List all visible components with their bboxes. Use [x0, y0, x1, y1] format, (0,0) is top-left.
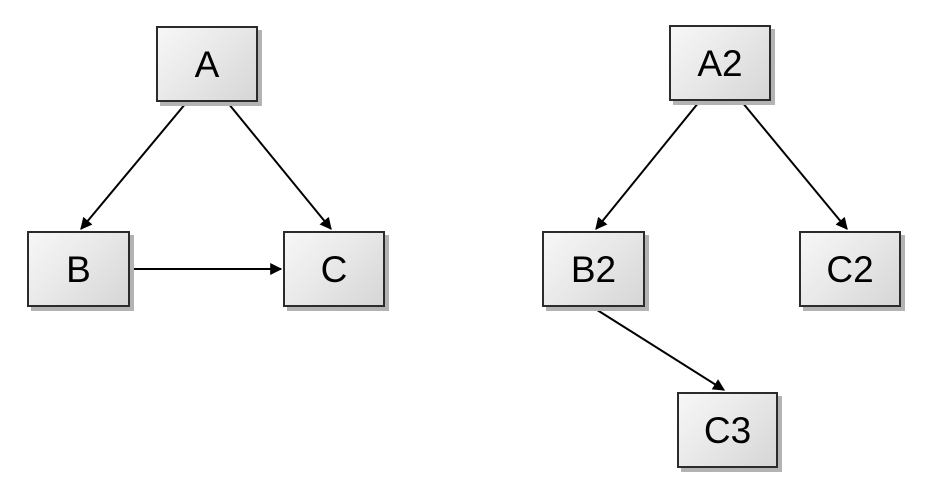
diagram-node-c2[interactable]: C2 — [799, 231, 901, 307]
edge-a2-c2 — [741, 101, 848, 230]
edge-a2-b2 — [595, 101, 700, 230]
diagram-node-c3[interactable]: C3 — [677, 392, 778, 468]
edge-a-b — [80, 102, 187, 230]
diagram-node-a[interactable]: A — [156, 26, 258, 102]
edge-group — [80, 101, 848, 391]
diagram-node-a2[interactable]: A2 — [669, 25, 771, 101]
diagram-node-c[interactable]: C — [283, 231, 385, 307]
diagram-node-b[interactable]: B — [27, 231, 130, 307]
edge-a-c — [227, 102, 332, 230]
edge-b2-c3 — [593, 307, 726, 391]
diagram-node-b2[interactable]: B2 — [542, 231, 645, 307]
